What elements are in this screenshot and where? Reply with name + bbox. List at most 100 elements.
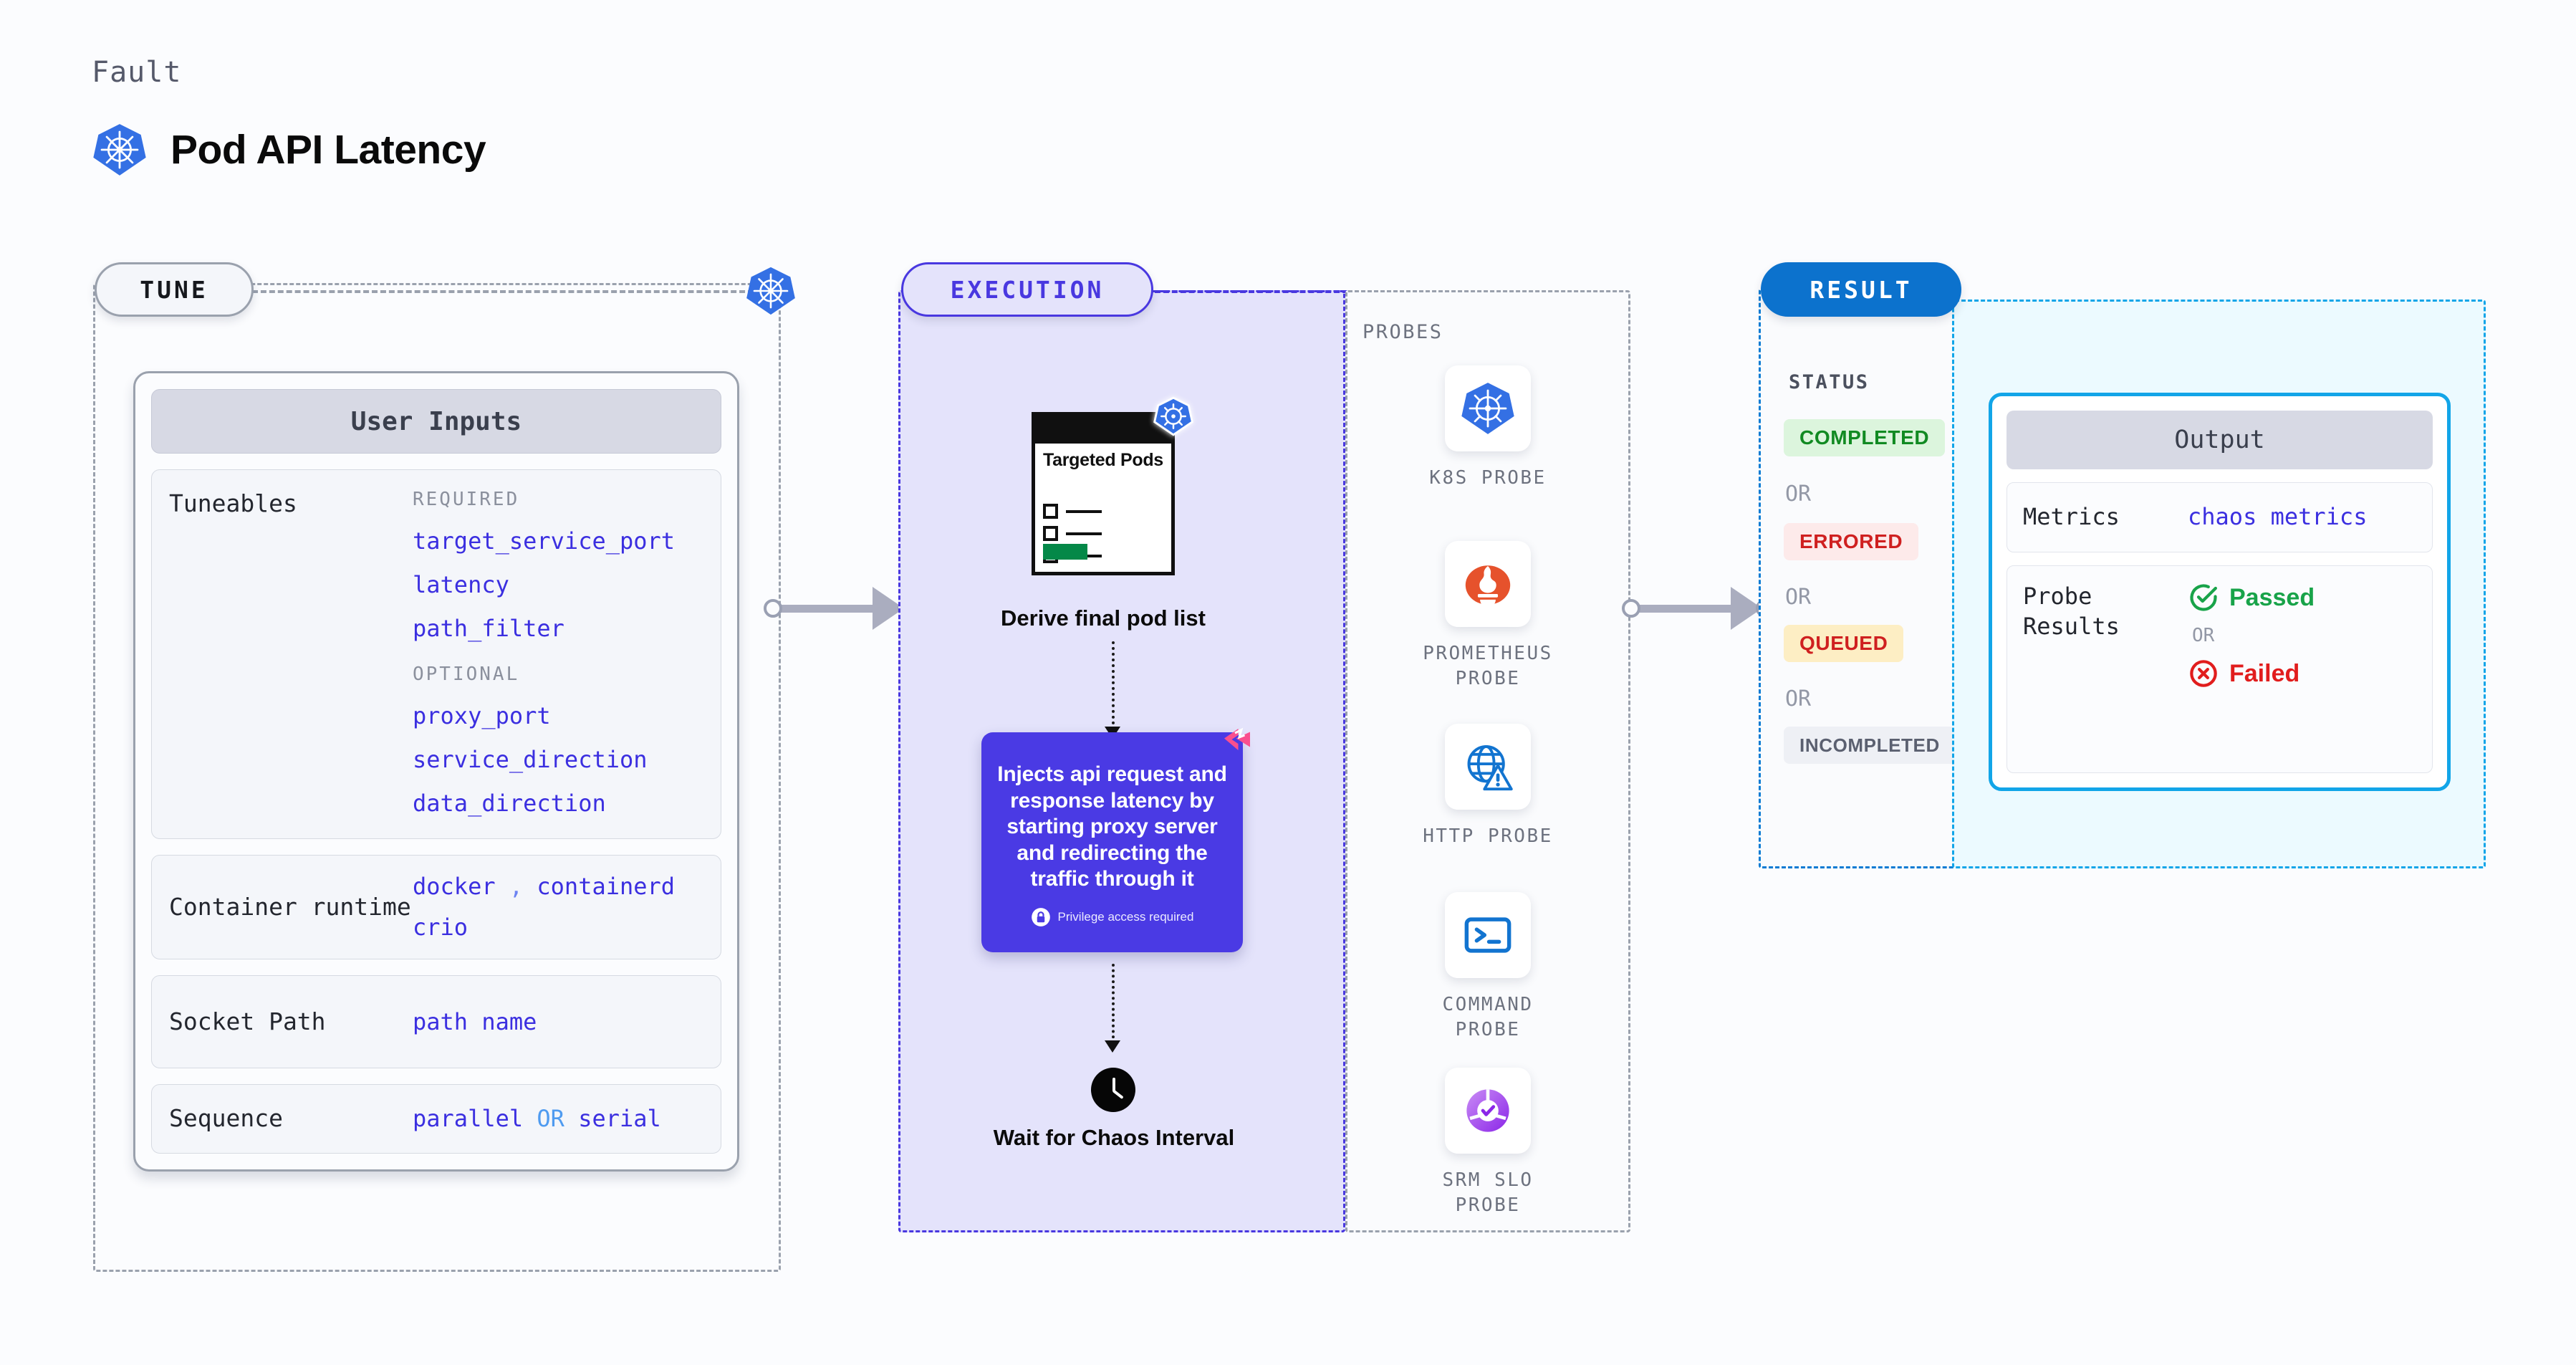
probe-result-passed: Passed	[2188, 582, 2315, 613]
status-badge-queued: QUEUED	[1784, 625, 1904, 662]
injection-description: Injects api request and response latency…	[997, 762, 1227, 891]
targeted-pods-document-icon: Targeted Pods	[1032, 396, 1193, 575]
probe-icon-wrap	[1445, 541, 1531, 627]
harness-mark-icon	[1224, 727, 1250, 750]
prometheus-icon	[1465, 565, 1511, 608]
user-inputs-card: User Inputs Tuneables REQUIRED target_se…	[133, 371, 739, 1172]
probe-result-failed: Failed	[2188, 658, 2315, 689]
status-or-1: OR	[1785, 482, 1812, 507]
execution-pill[interactable]: EXECUTION	[901, 262, 1153, 317]
runtime-separator: ,	[509, 873, 524, 900]
globe-warning-icon	[1467, 744, 1513, 791]
probe-icon-wrap	[1445, 365, 1531, 451]
sequence-key: Sequence	[169, 1104, 283, 1133]
kubernetes-icon	[1461, 383, 1514, 434]
tune-pill-label: TUNE	[140, 275, 208, 304]
user-inputs-title: User Inputs	[151, 389, 721, 454]
flow-line-1	[1112, 641, 1115, 730]
status-title: STATUS	[1789, 371, 1870, 393]
tune-pill[interactable]: TUNE	[95, 262, 254, 317]
targeted-pods-doc-title: Targeted Pods	[1043, 450, 1163, 470]
failed-label: Failed	[2229, 659, 2300, 687]
sequence-or: OR	[537, 1104, 564, 1132]
status-or-2: OR	[1785, 585, 1812, 610]
execution-dash-connector	[1155, 290, 1348, 293]
tuneable-target-service-port[interactable]: target_service_port	[413, 527, 676, 555]
result-pill[interactable]: RESULT	[1761, 262, 1961, 317]
probe-http[interactable]: HTTP PROBE	[1409, 724, 1567, 849]
container-runtime-block: Container runtime docker , containerd cr…	[151, 855, 721, 960]
probe-results-key: Probe Results	[2023, 583, 2120, 640]
tuneables-block: Tuneables REQUIRED target_service_port l…	[151, 469, 721, 839]
fault-kicker: Fault	[92, 56, 182, 89]
sequence-serial[interactable]: serial	[578, 1104, 661, 1132]
probes-title: PROBES	[1363, 321, 1443, 343]
probe-icon-wrap	[1445, 724, 1531, 810]
probe-icon-wrap	[1445, 892, 1531, 978]
probe-command[interactable]: COMMAND PROBE	[1409, 892, 1567, 1043]
flow-arrow-2	[1105, 1040, 1120, 1053]
result-panel	[1759, 288, 1959, 868]
probe-prometheus[interactable]: PROMETHEUS PROBE	[1409, 541, 1567, 691]
tuneable-proxy-port[interactable]: proxy_port	[413, 701, 551, 729]
status-badge-incompleted: INCOMPLETED	[1784, 727, 1956, 764]
probe-label: SRM SLO PROBE	[1442, 1169, 1534, 1217]
execution-pill-label: EXECUTION	[950, 275, 1105, 304]
injection-step-card: Injects api request and response latency…	[981, 727, 1250, 952]
status-or-3: OR	[1785, 686, 1812, 712]
probe-k8s[interactable]: K8S PROBE	[1409, 365, 1567, 491]
tuneable-data-direction[interactable]: data_direction	[413, 789, 606, 817]
tune-dash-connector	[252, 290, 754, 293]
result-pill-label: RESULT	[1810, 275, 1913, 304]
tuneable-service-direction[interactable]: service_direction	[413, 745, 648, 773]
metrics-key: Metrics	[2023, 503, 2120, 531]
sequence-values: parallel OR serial	[413, 1106, 703, 1131]
socket-path-key: Socket Path	[169, 1007, 326, 1036]
probe-label: PROMETHEUS PROBE	[1423, 643, 1553, 690]
sequence-block: Sequence parallel OR serial	[151, 1084, 721, 1154]
status-badge-completed: COMPLETED	[1784, 419, 1946, 456]
lock-icon	[1031, 908, 1050, 926]
kubernetes-icon	[1153, 396, 1193, 436]
page-title: Pod API Latency	[170, 127, 486, 173]
sequence-parallel[interactable]: parallel	[413, 1104, 524, 1132]
kubernetes-icon	[746, 267, 795, 315]
check-circle-icon	[2190, 584, 2217, 611]
tuneables-key: Tuneables	[169, 489, 297, 517]
passed-label: Passed	[2229, 583, 2315, 611]
output-metrics-row: Metrics chaos metrics	[2007, 482, 2433, 552]
probe-label: HTTP PROBE	[1423, 825, 1553, 847]
metrics-value[interactable]: chaos metrics	[2188, 503, 2368, 531]
srm-slo-icon	[1466, 1089, 1509, 1132]
runtime-docker[interactable]: docker	[413, 873, 496, 900]
tuneable-latency[interactable]: latency	[413, 571, 509, 599]
tuneable-path-filter[interactable]: path_filter	[413, 615, 564, 643]
tune-panel	[93, 283, 781, 1272]
runtime-crio[interactable]: crio	[413, 914, 468, 942]
page-title-row: Pod API Latency	[92, 122, 486, 178]
optional-label: OPTIONAL	[413, 663, 520, 685]
socket-path-block: Socket Path path name	[151, 975, 721, 1069]
output-probe-results-row: Probe Results Passed OR Failed	[2007, 565, 2433, 773]
output-title: Output	[2007, 411, 2433, 469]
tuneables-values: REQUIRED target_service_port latency pat…	[413, 489, 703, 816]
required-label: REQUIRED	[413, 489, 520, 510]
step-label-wait-chaos-interval: Wait for Chaos Interval	[993, 1125, 1235, 1150]
status-badge-errored: ERRORED	[1784, 523, 1919, 560]
x-circle-icon	[2190, 660, 2217, 687]
connector-node-left	[764, 599, 782, 618]
privilege-note: Privilege access required	[1031, 907, 1194, 927]
runtime-containerd[interactable]: containerd	[537, 873, 676, 900]
probe-srm-slo[interactable]: SRM SLO PROBE	[1409, 1068, 1567, 1218]
privilege-note-text: Privilege access required	[1057, 909, 1194, 924]
clock-icon	[1091, 1068, 1135, 1112]
probe-result-or: OR	[2192, 625, 2215, 646]
output-card: Output Metrics chaos metrics Probe Resul…	[1989, 393, 2451, 791]
container-runtime-key: Container runtime	[169, 893, 411, 921]
probe-label: K8S PROBE	[1429, 467, 1547, 489]
connector-node-left	[1622, 599, 1640, 618]
result-panel-border	[1759, 288, 1959, 868]
socket-path-value[interactable]: path name	[413, 1007, 537, 1035]
terminal-icon	[1464, 917, 1512, 953]
